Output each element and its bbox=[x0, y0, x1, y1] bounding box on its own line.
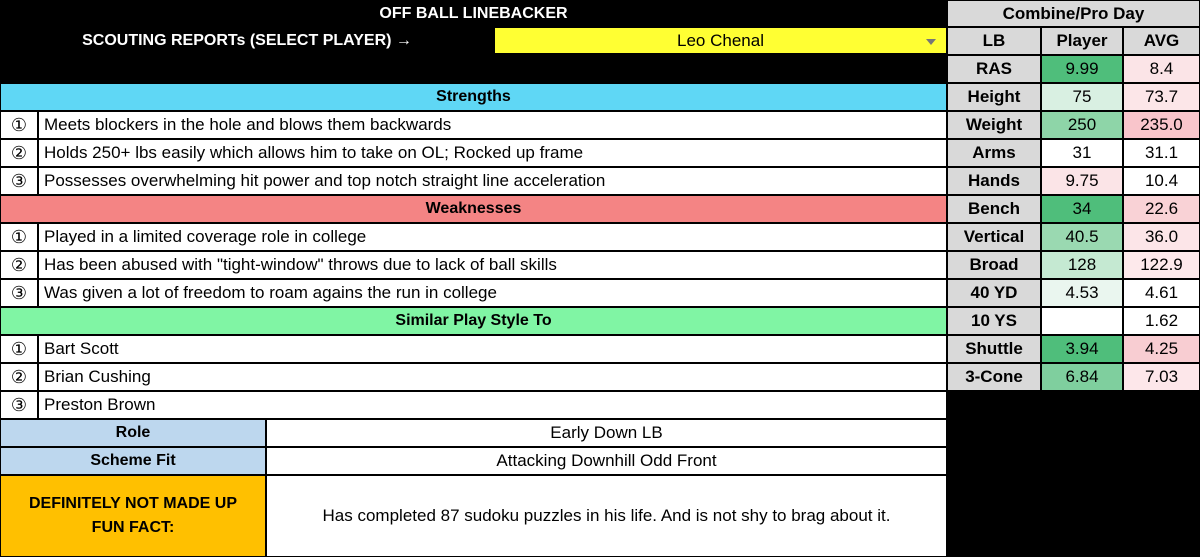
strengths-header: Strengths bbox=[0, 83, 947, 111]
weakness-number-1: ① bbox=[0, 223, 38, 251]
combine-row-label: 40 YD bbox=[947, 279, 1041, 307]
combine-row-avg-value: 8.4 bbox=[1123, 55, 1200, 83]
combine-row-avg-value: 122.9 bbox=[1123, 251, 1200, 279]
strength-item-3: Possesses overwhelming hit power and top… bbox=[38, 167, 947, 195]
similar-number-3: ③ bbox=[0, 391, 38, 419]
combine-row-label: Shuttle bbox=[947, 335, 1041, 363]
role-label: Role bbox=[0, 419, 266, 447]
combine-row-avg-value: 36.0 bbox=[1123, 223, 1200, 251]
weakness-number-2: ② bbox=[0, 251, 38, 279]
combine-row-player-value: 31 bbox=[1041, 139, 1123, 167]
combine-row-player-value bbox=[1041, 307, 1123, 335]
combine-row-player-value: 4.53 bbox=[1041, 279, 1123, 307]
combine-row-label: 3-Cone bbox=[947, 363, 1041, 391]
combine-row-label: 10 YS bbox=[947, 307, 1041, 335]
combine-header-position: LB bbox=[947, 27, 1041, 55]
combine-row-avg-value: 7.03 bbox=[1123, 363, 1200, 391]
combine-header-avg: AVG bbox=[1123, 27, 1200, 55]
role-value: Early Down LB bbox=[266, 419, 947, 447]
combine-row-label: Weight bbox=[947, 111, 1041, 139]
strength-item-1: Meets blockers in the hole and blows the… bbox=[38, 111, 947, 139]
similar-item-1: Bart Scott bbox=[38, 335, 947, 363]
similar-header: Similar Play Style To bbox=[0, 307, 947, 335]
select-player-label: SCOUTING REPORTs (SELECT PLAYER) → bbox=[0, 27, 494, 54]
similar-number-2: ② bbox=[0, 363, 38, 391]
combine-row-avg-value: 73.7 bbox=[1123, 83, 1200, 111]
similar-item-3: Preston Brown bbox=[38, 391, 947, 419]
weakness-item-2: Has been abused with "tight-window" thro… bbox=[38, 251, 947, 279]
weakness-item-3: Was given a lot of freedom to roam again… bbox=[38, 279, 947, 307]
strength-item-2: Holds 250+ lbs easily which allows him t… bbox=[38, 139, 947, 167]
combine-row-label: Broad bbox=[947, 251, 1041, 279]
page-title: OFF BALL LINEBACKER bbox=[0, 0, 947, 27]
combine-row-avg-value: 4.61 bbox=[1123, 279, 1200, 307]
combine-title: Combine/Pro Day bbox=[947, 0, 1200, 27]
combine-row-player-value: 9.75 bbox=[1041, 167, 1123, 195]
fun-fact-label: DEFINITELY NOT MADE UP FUN FACT: bbox=[0, 475, 266, 557]
combine-row-avg-value: 31.1 bbox=[1123, 139, 1200, 167]
strength-number-1: ① bbox=[0, 111, 38, 139]
scheme-fit-label: Scheme Fit bbox=[0, 447, 266, 475]
combine-row-label: Arms bbox=[947, 139, 1041, 167]
combine-row-label: Height bbox=[947, 83, 1041, 111]
combine-row-label: Vertical bbox=[947, 223, 1041, 251]
combine-row-label: RAS bbox=[947, 55, 1041, 83]
combine-row-player-value: 6.84 bbox=[1041, 363, 1123, 391]
combine-row-player-value: 3.94 bbox=[1041, 335, 1123, 363]
combine-row-player-value: 128 bbox=[1041, 251, 1123, 279]
combine-row-avg-value: 22.6 bbox=[1123, 195, 1200, 223]
combine-row-player-value: 9.99 bbox=[1041, 55, 1123, 83]
selected-player-name: Leo Chenal bbox=[677, 30, 764, 50]
combine-row-label: Bench bbox=[947, 195, 1041, 223]
weaknesses-header: Weaknesses bbox=[0, 195, 947, 223]
combine-row-avg-value: 10.4 bbox=[1123, 167, 1200, 195]
chevron-down-icon[interactable] bbox=[926, 39, 936, 45]
combine-row-avg-value: 4.25 bbox=[1123, 335, 1200, 363]
scheme-fit-value: Attacking Downhill Odd Front bbox=[266, 447, 947, 475]
combine-row-avg-value: 235.0 bbox=[1123, 111, 1200, 139]
player-select-dropdown[interactable]: Leo Chenal bbox=[494, 27, 947, 54]
combine-row-avg-value: 1.62 bbox=[1123, 307, 1200, 335]
combine-row-player-value: 75 bbox=[1041, 83, 1123, 111]
combine-row-player-value: 34 bbox=[1041, 195, 1123, 223]
combine-row-label: Hands bbox=[947, 167, 1041, 195]
similar-number-1: ① bbox=[0, 335, 38, 363]
combine-row-player-value: 250 bbox=[1041, 111, 1123, 139]
combine-row-player-value: 40.5 bbox=[1041, 223, 1123, 251]
fun-fact-value: Has completed 87 sudoku puzzles in his l… bbox=[266, 475, 947, 557]
strength-number-2: ② bbox=[0, 139, 38, 167]
combine-header-player: Player bbox=[1041, 27, 1123, 55]
strength-number-3: ③ bbox=[0, 167, 38, 195]
similar-item-2: Brian Cushing bbox=[38, 363, 947, 391]
weakness-number-3: ③ bbox=[0, 279, 38, 307]
weakness-item-1: Played in a limited coverage role in col… bbox=[38, 223, 947, 251]
